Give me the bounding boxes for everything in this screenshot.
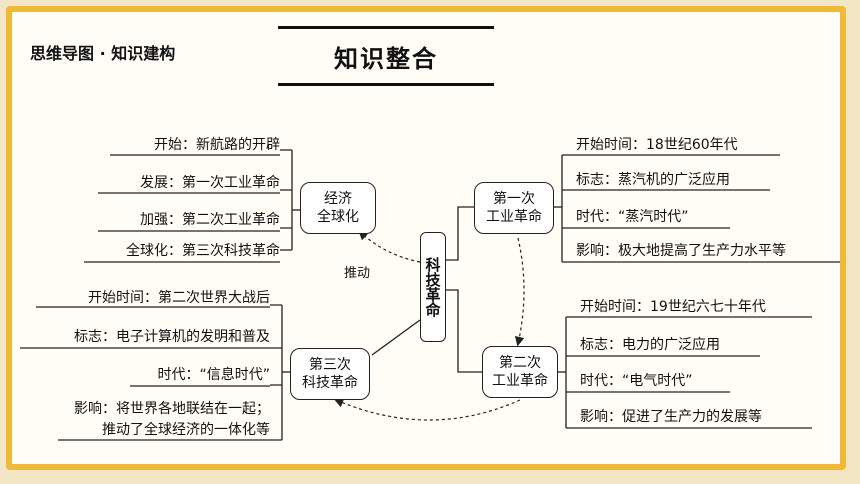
globalization-item: 全球化：第三次科技革命 xyxy=(126,243,280,259)
second-item: 标志：电力的广泛应用 xyxy=(580,337,720,353)
title-bar: 知识整合 xyxy=(278,26,494,86)
first-item: 标志：蒸汽机的广泛应用 xyxy=(576,172,730,188)
header-subtitle: 思维导图 · 知识建构 xyxy=(30,44,176,63)
first-item: 时代：“蒸汽时代” xyxy=(576,209,689,225)
second-item: 时代：“电气时代” xyxy=(580,373,693,389)
node-globalization: 经济 全球化 xyxy=(300,182,376,234)
third-item: 影响：将世界各地联结在一起； xyxy=(74,401,270,417)
page-title: 知识整合 xyxy=(334,44,438,73)
center-node: 科技革命 xyxy=(420,232,446,342)
second-item: 影响：促进了生产力的发展等 xyxy=(580,409,762,425)
arrow-label: 推动 xyxy=(344,266,371,281)
third-item: 时代：“信息时代” xyxy=(157,367,270,383)
globalization-item: 开始：新航路的开辟 xyxy=(154,137,280,153)
first-item: 开始时间：18世纪60年代 xyxy=(576,137,738,153)
node-first-industrial: 第一次 工业革命 xyxy=(474,182,554,234)
globalization-item: 加强：第二次工业革命 xyxy=(140,212,280,228)
second-item: 开始时间：19世纪六七十年代 xyxy=(580,299,766,315)
third-item: 开始时间：第二次世界大战后 xyxy=(88,290,270,306)
first-item: 影响：极大地提高了生产力水平等 xyxy=(576,243,786,259)
globalization-item: 发展：第一次工业革命 xyxy=(140,175,280,191)
third-item: 标志：电子计算机的发明和普及 xyxy=(74,329,270,345)
third-item: 推动了全球经济的一体化等 xyxy=(102,422,270,438)
arrow-push xyxy=(358,230,421,263)
node-third-tech: 第三次 科技革命 xyxy=(290,348,370,400)
node-second-industrial: 第二次 工业革命 xyxy=(482,346,558,398)
